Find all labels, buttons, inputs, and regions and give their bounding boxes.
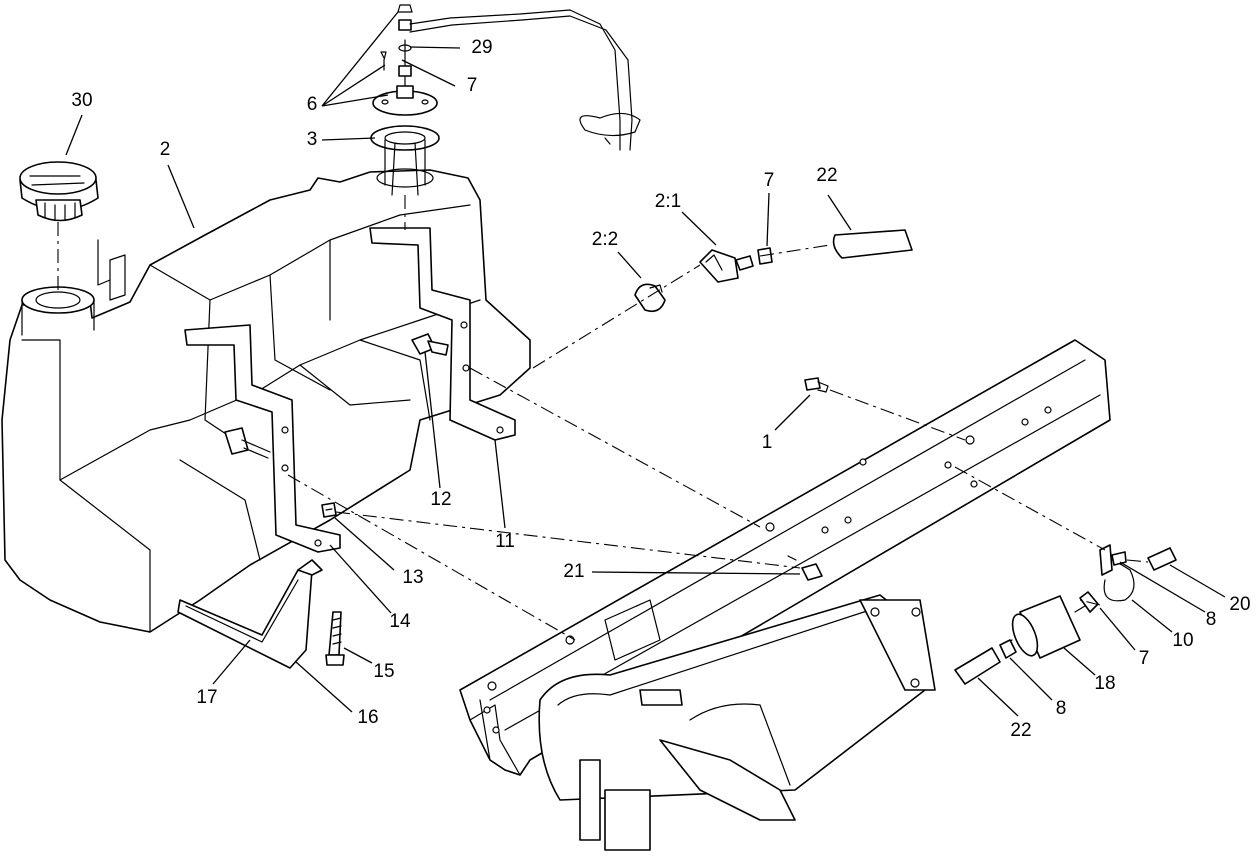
- callout-7-top: 7: [764, 170, 775, 191]
- callout-labels: 30 2 6 3 29 7 2:2 2:1 7 22 1 12 11 13 14…: [71, 37, 1250, 741]
- callout-21: 21: [563, 561, 584, 582]
- callout-1: 1: [762, 432, 773, 453]
- leader-lines: [65, 11, 1226, 717]
- filter-clamp-front: [999, 639, 1017, 659]
- return-hose: [409, 9, 641, 151]
- callout-7-bottom: 8: [1056, 698, 1067, 719]
- axle-tube: [538, 594, 936, 851]
- callout-11: 11: [495, 531, 515, 552]
- callout-22-bottom: 22: [1010, 720, 1031, 741]
- callout-2: 2: [160, 139, 171, 160]
- filter-outlet-hose: [954, 647, 1001, 685]
- callout-15: 15: [373, 661, 394, 682]
- clamp-screw: [1111, 551, 1127, 566]
- callout-12: 12: [430, 489, 451, 510]
- hose-clamp: [757, 247, 773, 265]
- fuel-cap: [19, 161, 99, 292]
- fuel-outlet-clamp: [634, 283, 666, 313]
- fuel-filter: [1004, 595, 1086, 659]
- callout-4: 6: [307, 94, 318, 115]
- frame-bolt: [804, 377, 829, 393]
- flange-nut: [787, 555, 823, 581]
- callout-6: 7: [467, 75, 478, 96]
- callout-20: 20: [1229, 594, 1250, 615]
- assembly-lines: [287, 195, 1149, 641]
- callout-7-right: 7: [1139, 648, 1150, 669]
- vent-hose: [1147, 547, 1177, 571]
- strap-nut: [321, 502, 337, 518]
- callout-30: 30: [71, 90, 92, 111]
- callout-2-2: 2:2: [592, 229, 618, 250]
- callout-14: 14: [389, 611, 411, 632]
- tank-support-bracket: [177, 559, 323, 669]
- callout-3: 3: [307, 129, 318, 150]
- tank-strap-front: [184, 324, 341, 553]
- strap-bolt: [224, 333, 449, 459]
- callout-10: 10: [1172, 630, 1193, 651]
- callout-8: 8: [1206, 609, 1217, 630]
- callout-16: 16: [357, 707, 378, 728]
- fuel-pickup-assembly: [370, 4, 440, 196]
- bracket-bolt: [325, 611, 345, 666]
- fuel-hose: [832, 229, 913, 259]
- callout-29: 29: [471, 37, 492, 58]
- callout-22-top: 22: [816, 165, 837, 186]
- callout-18: 18: [1094, 673, 1115, 694]
- fuel-outlet-fitting: [699, 249, 754, 283]
- callout-17: 17: [196, 687, 217, 708]
- callout-2-1: 2:1: [655, 191, 681, 212]
- callout-13: 13: [402, 567, 423, 588]
- tank-strap-rear: [369, 227, 516, 441]
